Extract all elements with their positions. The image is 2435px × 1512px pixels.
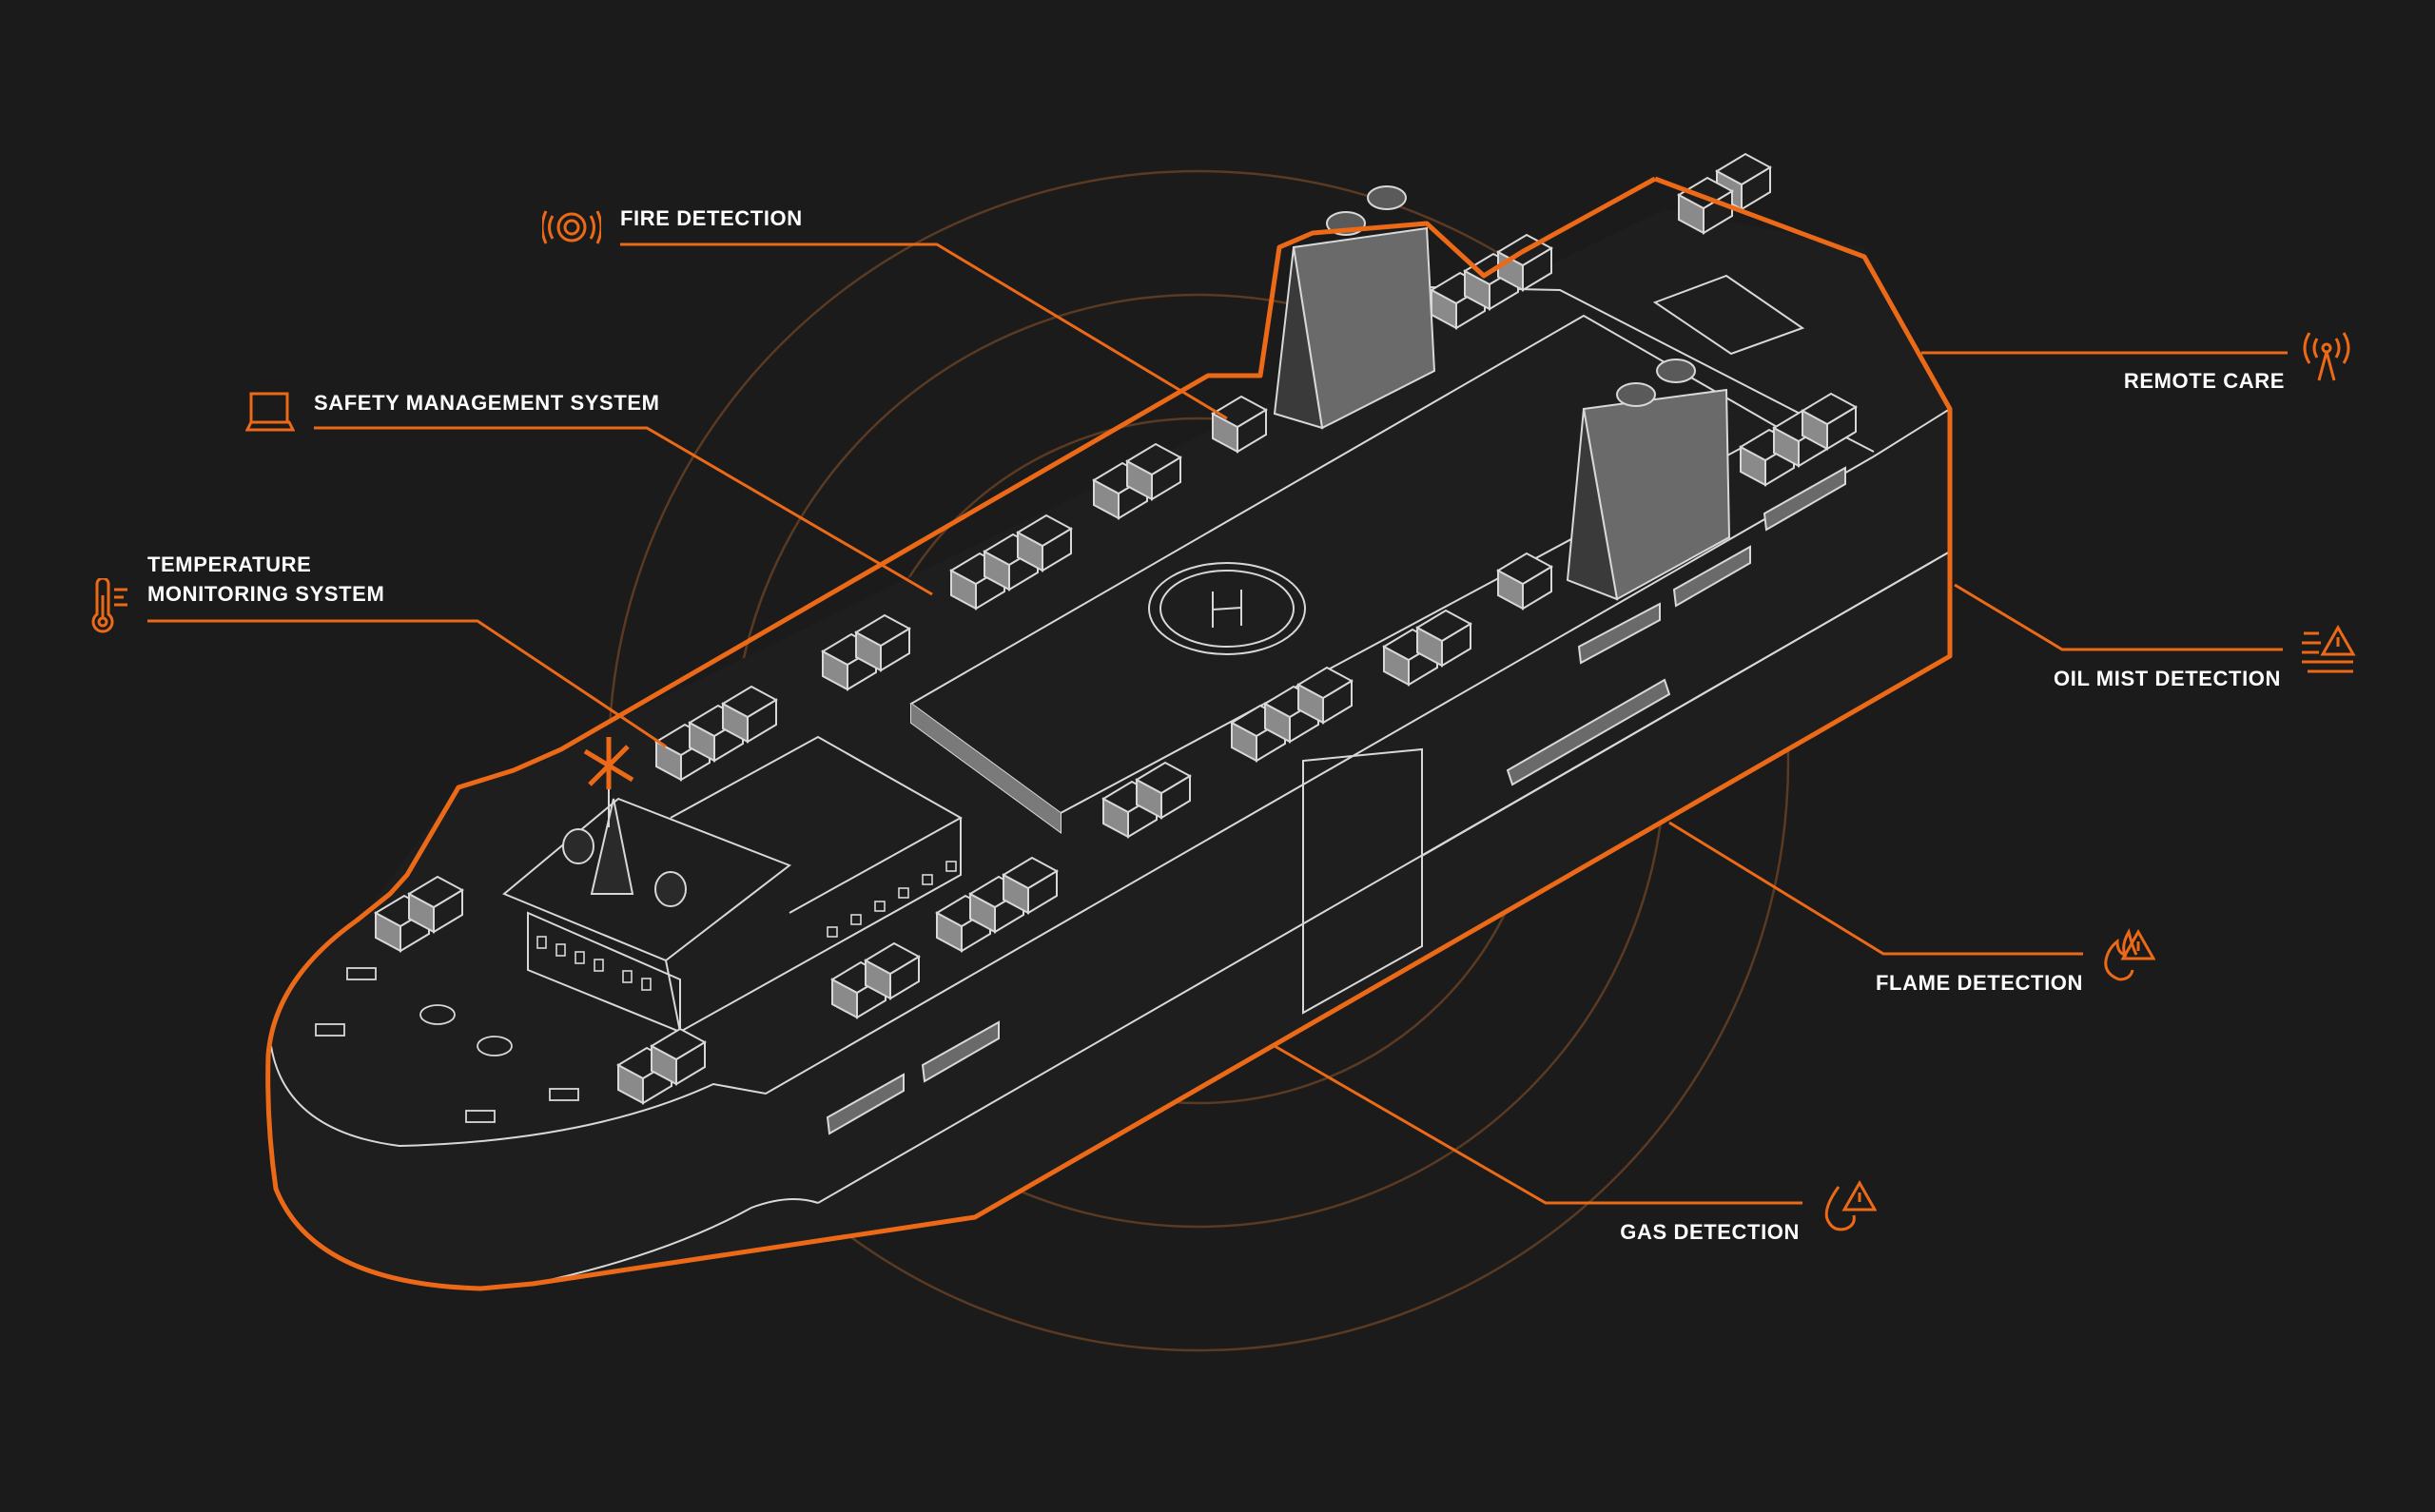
mast-marker [583, 737, 634, 789]
side-vents [826, 466, 1846, 1135]
label-temperature-monitoring-system: TEMPERATURE MONITORING SYSTEM [147, 552, 385, 606]
leader-safety [314, 426, 933, 596]
antenna-icon [2303, 332, 2350, 381]
label-gas-detection: GAS DETECTION [1620, 1220, 1800, 1244]
deck-crates [373, 152, 1859, 1105]
crate-top [1714, 152, 1773, 186]
funnels [1273, 185, 1731, 601]
side-line [1421, 551, 1951, 857]
laptop-icon [245, 392, 295, 432]
stern-edge [1302, 747, 1423, 1015]
crate-top [863, 941, 922, 976]
crate-top [1134, 761, 1193, 795]
crate-top [649, 1027, 708, 1061]
label-flame-detection: FLAME DETECTION [1876, 971, 2083, 995]
hull-fill [267, 209, 1951, 1289]
crate-top [1001, 856, 1060, 890]
crate-top [1015, 514, 1074, 548]
label-remote-care: REMOTE CARE [2123, 369, 2285, 393]
helipad-marking [1148, 562, 1306, 655]
bridge-windows [536, 861, 957, 991]
crate-top [1800, 392, 1859, 426]
crate-top [1124, 442, 1183, 476]
label-safety-management-system: SAFETY MANAGEMENT SYSTEM [314, 391, 660, 415]
smoke-detector-icon [542, 210, 601, 244]
monitoring-perimeter [265, 176, 1953, 1291]
helipad-side-fill [911, 704, 1061, 832]
leader-fire [620, 242, 1228, 420]
monitoring-perimeter-top [1520, 176, 1657, 255]
mist-warning-icon [2302, 624, 2356, 673]
bow-curve [532, 1198, 819, 1285]
deck-edge [270, 408, 1951, 1148]
label-fire-detection: FIRE DETECTION [620, 206, 803, 230]
leader-flame [1668, 821, 2083, 956]
leader-oil-mist [1954, 583, 2283, 651]
label-oil-mist-detection: OIL MIST DETECTION [2054, 667, 2281, 690]
crate-top [1414, 609, 1473, 643]
leader-temperature [147, 619, 667, 748]
leader-lines [147, 242, 2288, 1205]
leader-gas [1274, 1044, 1802, 1205]
crate-top [406, 875, 465, 909]
crate-top [720, 685, 779, 719]
gas-drop-warning-icon [1824, 1179, 1877, 1231]
crate-top [1295, 666, 1354, 700]
crate-top [853, 613, 912, 648]
thermometer-icon [91, 578, 127, 633]
flame-warning-icon [2104, 928, 2155, 981]
crate-top [1495, 552, 1554, 586]
cargo-box [1652, 274, 1805, 356]
crate-top [1676, 176, 1735, 210]
bow-fittings [315, 967, 579, 1123]
